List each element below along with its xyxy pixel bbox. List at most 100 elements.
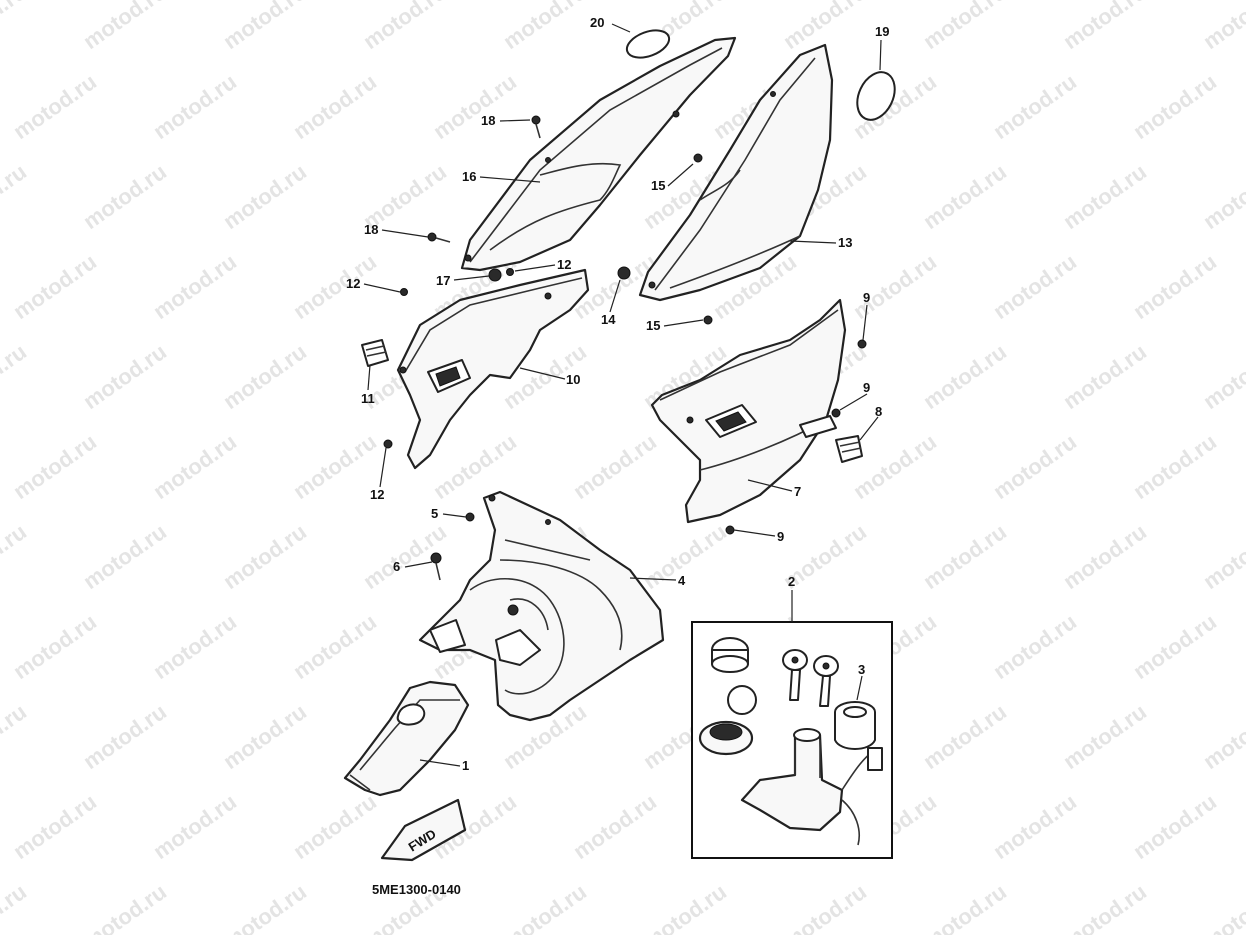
watermark-text: motod.ru bbox=[289, 609, 381, 684]
callout-9-bottom: 9 bbox=[777, 529, 784, 544]
watermark-text: motod.ru bbox=[0, 159, 31, 234]
screw-12-left bbox=[400, 288, 408, 296]
watermark-text: motod.ru bbox=[429, 429, 521, 504]
watermark-text: motod.ru bbox=[989, 249, 1081, 324]
callout-19: 19 bbox=[875, 24, 889, 39]
watermark-text: motod.ru bbox=[849, 429, 941, 504]
watermark-text: motod.ru bbox=[779, 879, 871, 935]
watermark-text: motod.ru bbox=[1059, 879, 1151, 935]
callout-2: 2 bbox=[788, 574, 795, 589]
callouts: 20 19 18 16 18 15 13 17 12 12 14 15 11 1… bbox=[346, 15, 889, 773]
watermark-text: motod.ru bbox=[1059, 699, 1151, 774]
callout-16: 16 bbox=[462, 169, 476, 184]
watermark-text: motod.ru bbox=[149, 789, 241, 864]
screw-12-lower bbox=[383, 439, 393, 449]
watermark-text: motod.ru bbox=[919, 699, 1011, 774]
callout-15-upper: 15 bbox=[651, 178, 665, 193]
watermark-text: motod.ru bbox=[1129, 69, 1221, 144]
screw-9-bottom bbox=[725, 525, 735, 535]
screw-9-mid bbox=[831, 408, 841, 418]
watermark-text: motod.ru bbox=[0, 879, 31, 935]
watermark-text: motod.ru bbox=[0, 0, 31, 54]
watermark-text: motod.ru bbox=[1199, 879, 1246, 935]
callout-5: 5 bbox=[431, 506, 438, 521]
callout-12-upper: 12 bbox=[557, 257, 571, 272]
watermark-text: motod.ru bbox=[919, 159, 1011, 234]
decal-19 bbox=[856, 71, 896, 121]
watermark-text: motod.ru bbox=[79, 339, 171, 414]
callout-18-upper: 18 bbox=[481, 113, 495, 128]
callout-1: 1 bbox=[462, 758, 469, 773]
watermark-text: motod.ru bbox=[1129, 429, 1221, 504]
watermark-text: motod.ru bbox=[919, 0, 1011, 54]
watermark-text: motod.ru bbox=[9, 69, 101, 144]
callout-9-mid: 9 bbox=[863, 380, 870, 395]
watermark-text: motod.ru bbox=[149, 249, 241, 324]
watermark-text: motod.ru bbox=[429, 69, 521, 144]
bolt-6 bbox=[430, 552, 442, 564]
watermark-text: motod.ru bbox=[219, 879, 311, 935]
watermark-text: motod.ru bbox=[289, 429, 381, 504]
watermark-text: motod.ru bbox=[1059, 0, 1151, 54]
callout-10: 10 bbox=[566, 372, 580, 387]
watermark-text: motod.ru bbox=[79, 699, 171, 774]
watermark-text: motod.ru bbox=[1199, 159, 1246, 234]
callout-3: 3 bbox=[858, 662, 865, 677]
watermark-text: motod.ru bbox=[569, 789, 661, 864]
watermark-text: motod.ru bbox=[499, 0, 591, 54]
lock-set-box bbox=[691, 621, 893, 859]
callout-12-lower: 12 bbox=[370, 487, 384, 502]
callout-20: 20 bbox=[590, 15, 604, 30]
watermark-text: motod.ru bbox=[9, 429, 101, 504]
watermark-text: motod.ru bbox=[219, 519, 311, 594]
watermark-text: motod.ru bbox=[79, 519, 171, 594]
bolt-18-lower bbox=[427, 232, 437, 242]
watermark-text: motod.ru bbox=[1199, 0, 1246, 54]
diagram-code: 5ME1300-0140 bbox=[372, 882, 461, 897]
leader-lines bbox=[363, 23, 882, 767]
part-7-side-cover bbox=[650, 298, 847, 524]
callout-8: 8 bbox=[875, 404, 882, 419]
watermark-text: motod.ru bbox=[1199, 699, 1246, 774]
watermark-text: motod.ru bbox=[1059, 159, 1151, 234]
callout-6: 6 bbox=[393, 559, 400, 574]
watermark-text: motod.ru bbox=[499, 879, 591, 935]
watermark-text: motod.ru bbox=[79, 159, 171, 234]
watermark-text: motod.ru bbox=[9, 789, 101, 864]
bolt-5 bbox=[465, 512, 475, 522]
callout-9-top: 9 bbox=[863, 290, 870, 305]
callout-11: 11 bbox=[361, 391, 375, 406]
part-10-side-cover bbox=[396, 268, 590, 470]
watermark-text: motod.ru bbox=[289, 249, 381, 324]
part-1-cover bbox=[343, 680, 470, 797]
screw-15-lower bbox=[703, 315, 713, 325]
watermark-text: motod.ru bbox=[1129, 789, 1221, 864]
part-13-side-cover bbox=[638, 43, 834, 302]
screw-12-upper bbox=[506, 268, 514, 276]
watermark-text: motod.ru bbox=[79, 879, 171, 935]
watermark-text: motod.ru bbox=[9, 249, 101, 324]
screw-9-top bbox=[857, 339, 867, 349]
watermark-text: motod.ru bbox=[289, 69, 381, 144]
watermark-text: motod.ru bbox=[919, 339, 1011, 414]
watermark-text: motod.ru bbox=[79, 0, 171, 54]
callout-14: 14 bbox=[601, 312, 616, 327]
watermark-text: motod.ru bbox=[219, 0, 311, 54]
watermark-text: motod.ru bbox=[149, 69, 241, 144]
callout-15-lower: 15 bbox=[646, 318, 660, 333]
watermark-text: motod.ru bbox=[1129, 249, 1221, 324]
watermark-text: motod.ru bbox=[1129, 609, 1221, 684]
key-icon bbox=[782, 649, 808, 701]
callout-18-lower: 18 bbox=[364, 222, 378, 237]
part-16-side-cover bbox=[460, 36, 737, 272]
callout-13: 13 bbox=[838, 235, 852, 250]
watermark-text: motod.ru bbox=[1059, 339, 1151, 414]
decal-20 bbox=[625, 29, 671, 59]
watermark-text: motod.ru bbox=[919, 879, 1011, 935]
watermark-text: motod.ru bbox=[219, 339, 311, 414]
watermark-text: motod.ru bbox=[849, 249, 941, 324]
watermark-text: motod.ru bbox=[149, 609, 241, 684]
watermark-text: motod.ru bbox=[989, 429, 1081, 504]
callout-4: 4 bbox=[678, 573, 686, 588]
